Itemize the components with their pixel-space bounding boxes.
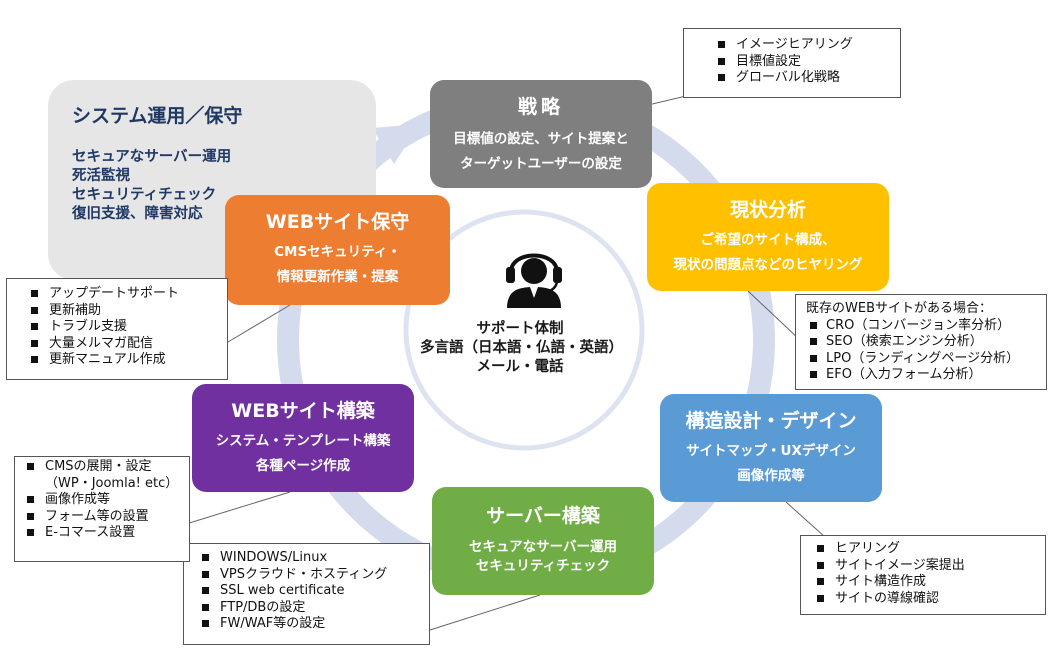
stage-analysis-desc: ご希望のサイト構成、: [700, 232, 836, 248]
system-operation-title: システム運用／保守: [72, 105, 243, 127]
callout-analysis-heading: 既存のWEBサイトがある場合：: [806, 301, 992, 316]
stage-analysis: 現状分析 ご希望のサイト構成、 現状の問題点などのヒヤリング: [647, 183, 889, 291]
stage-server-desc: セキュリティチェック: [475, 558, 611, 574]
callout-maintenance-item: 更新マニュアル作成: [27, 352, 221, 369]
cycle-arrow-head: [372, 124, 420, 164]
system-operation-line: セキュリティチェック: [72, 187, 217, 203]
connector-server: [429, 594, 541, 631]
stage-maintenance-desc: CMSセキュリティ・: [274, 244, 401, 260]
callout-design-item: サイトイメージ案提出: [813, 558, 1039, 575]
callout-build-item: 画像作成等: [23, 492, 185, 509]
stage-strategy-title: 戦略: [517, 96, 564, 118]
callout-maintenance-item: 更新補助: [27, 303, 221, 320]
callout-maintenance: アップデートサポート 更新補助 トラブル支援 大量メルマガ配信 更新マニュアル作…: [6, 278, 228, 380]
stage-server-desc: セキュアなサーバー運用: [468, 539, 618, 555]
stage-analysis-desc: 現状の問題点などのヒヤリング: [673, 257, 863, 273]
stage-design-desc: サイトマップ・UXデザイン: [686, 443, 856, 459]
center-circle: [403, 209, 645, 451]
stage-server: サーバー構築 セキュアなサーバー運用 セキュリティチェック: [432, 487, 654, 595]
support-title: サポート体制: [476, 321, 564, 337]
callout-strategy-item: 目標値設定: [714, 54, 892, 71]
callout-design: ヒアリング サイトイメージ案提出 サイト構造作成 サイトの導線確認: [800, 535, 1046, 615]
callout-design-item: サイトの導線確認: [813, 591, 1039, 608]
stage-build: WEBサイト構築 システム・テンプレート構築 各種ページ作成: [192, 384, 414, 492]
connector-design: [785, 501, 826, 538]
callout-build-item: フォーム等の設置: [23, 509, 185, 526]
callout-server-item: WINDOWS/Linux: [198, 550, 423, 567]
stage-build-desc: システム・テンプレート構築: [215, 433, 391, 449]
callout-server-item: FW/WAF等の設定: [198, 616, 423, 633]
stage-build-title: WEBサイト構築: [231, 400, 375, 422]
callout-server: WINDOWS/Linux VPSクラウド・ホスティング SSL web cer…: [183, 543, 430, 645]
support-languages: 多言語（日本語・仏語・英語）: [420, 340, 623, 356]
stage-analysis-title: 現状分析: [729, 199, 806, 221]
stage-maintenance: WEBサイト保守 CMSセキュリティ・ 情報更新作業・提案: [225, 195, 450, 305]
callout-build: CMSの展開・設定（WP・Joomla! etc） 画像作成等 フォーム等の設置…: [14, 456, 190, 562]
support-contact: メール・電話: [476, 359, 564, 375]
stage-design-desc: 画像作成等: [737, 468, 805, 484]
stage-design: 構造設計・デザイン サイトマップ・UXデザイン 画像作成等: [660, 394, 882, 502]
stage-design-title: 構造設計・デザイン: [685, 410, 857, 432]
stage-server-title: サーバー構築: [486, 505, 600, 527]
callout-build-item: CMSの展開・設定（WP・Joomla! etc）: [23, 459, 185, 492]
system-operation-list: セキュアなサーバー運用 死活監視 セキュリティチェック 復旧支援、障害対応: [72, 148, 231, 224]
stage-maintenance-title: WEBサイト保守: [265, 211, 410, 233]
callout-server-item: FTP/DBの設定: [198, 600, 423, 617]
connector-maintenance: [227, 304, 291, 343]
callout-strategy-item: グローバル化戦略: [714, 70, 892, 87]
stage-strategy-desc: 目標値の設定、サイト提案と: [453, 131, 629, 147]
callout-strategy: イメージヒアリング 目標値設定 グローバル化戦略: [683, 28, 901, 98]
connector-analysis: [747, 290, 801, 341]
callout-analysis: 既存のWEBサイトがある場合： CRO（コンバージョン率分析） SEO（検索エン…: [795, 294, 1047, 390]
callout-analysis-item: LPO（ランディングページ分析）: [806, 351, 1040, 368]
callout-analysis-item: SEO（検索エンジン分析）: [806, 334, 1040, 351]
callout-maintenance-item: 大量メルマガ配信: [27, 336, 221, 353]
system-operation-line: セキュアなサーバー運用: [72, 149, 232, 165]
stage-strategy: 戦略 目標値の設定、サイト提案と ターゲットユーザーの設定: [430, 80, 652, 188]
callout-maintenance-item: アップデートサポート: [27, 286, 221, 303]
stage-maintenance-desc: 情報更新作業・提案: [276, 269, 399, 285]
system-operation-line: 復旧支援、障害対応: [72, 206, 203, 222]
callout-server-item: VPSクラウド・ホスティング: [198, 567, 423, 584]
system-operation-line: 死活監視: [72, 168, 130, 184]
callout-design-item: サイト構造作成: [813, 574, 1039, 591]
connector-build: [185, 491, 291, 525]
support-operator-icon: [506, 253, 562, 308]
stage-strategy-desc: ターゲットユーザーの設定: [460, 156, 622, 172]
callout-analysis-item: CRO（コンバージョン率分析）: [806, 318, 1040, 335]
callout-design-item: ヒアリング: [813, 541, 1039, 558]
callout-build-item: E-コマース設置: [23, 525, 185, 542]
callout-analysis-item: EFO（入力フォーム分析）: [806, 367, 1040, 384]
stage-build-desc: 各種ページ作成: [255, 458, 351, 474]
callout-server-item: SSL web certificate: [198, 583, 423, 600]
callout-strategy-item: イメージヒアリング: [714, 37, 892, 54]
callout-maintenance-item: トラブル支援: [27, 319, 221, 336]
support-system-text: サポート体制 多言語（日本語・仏語・英語） メール・電話: [420, 320, 623, 377]
